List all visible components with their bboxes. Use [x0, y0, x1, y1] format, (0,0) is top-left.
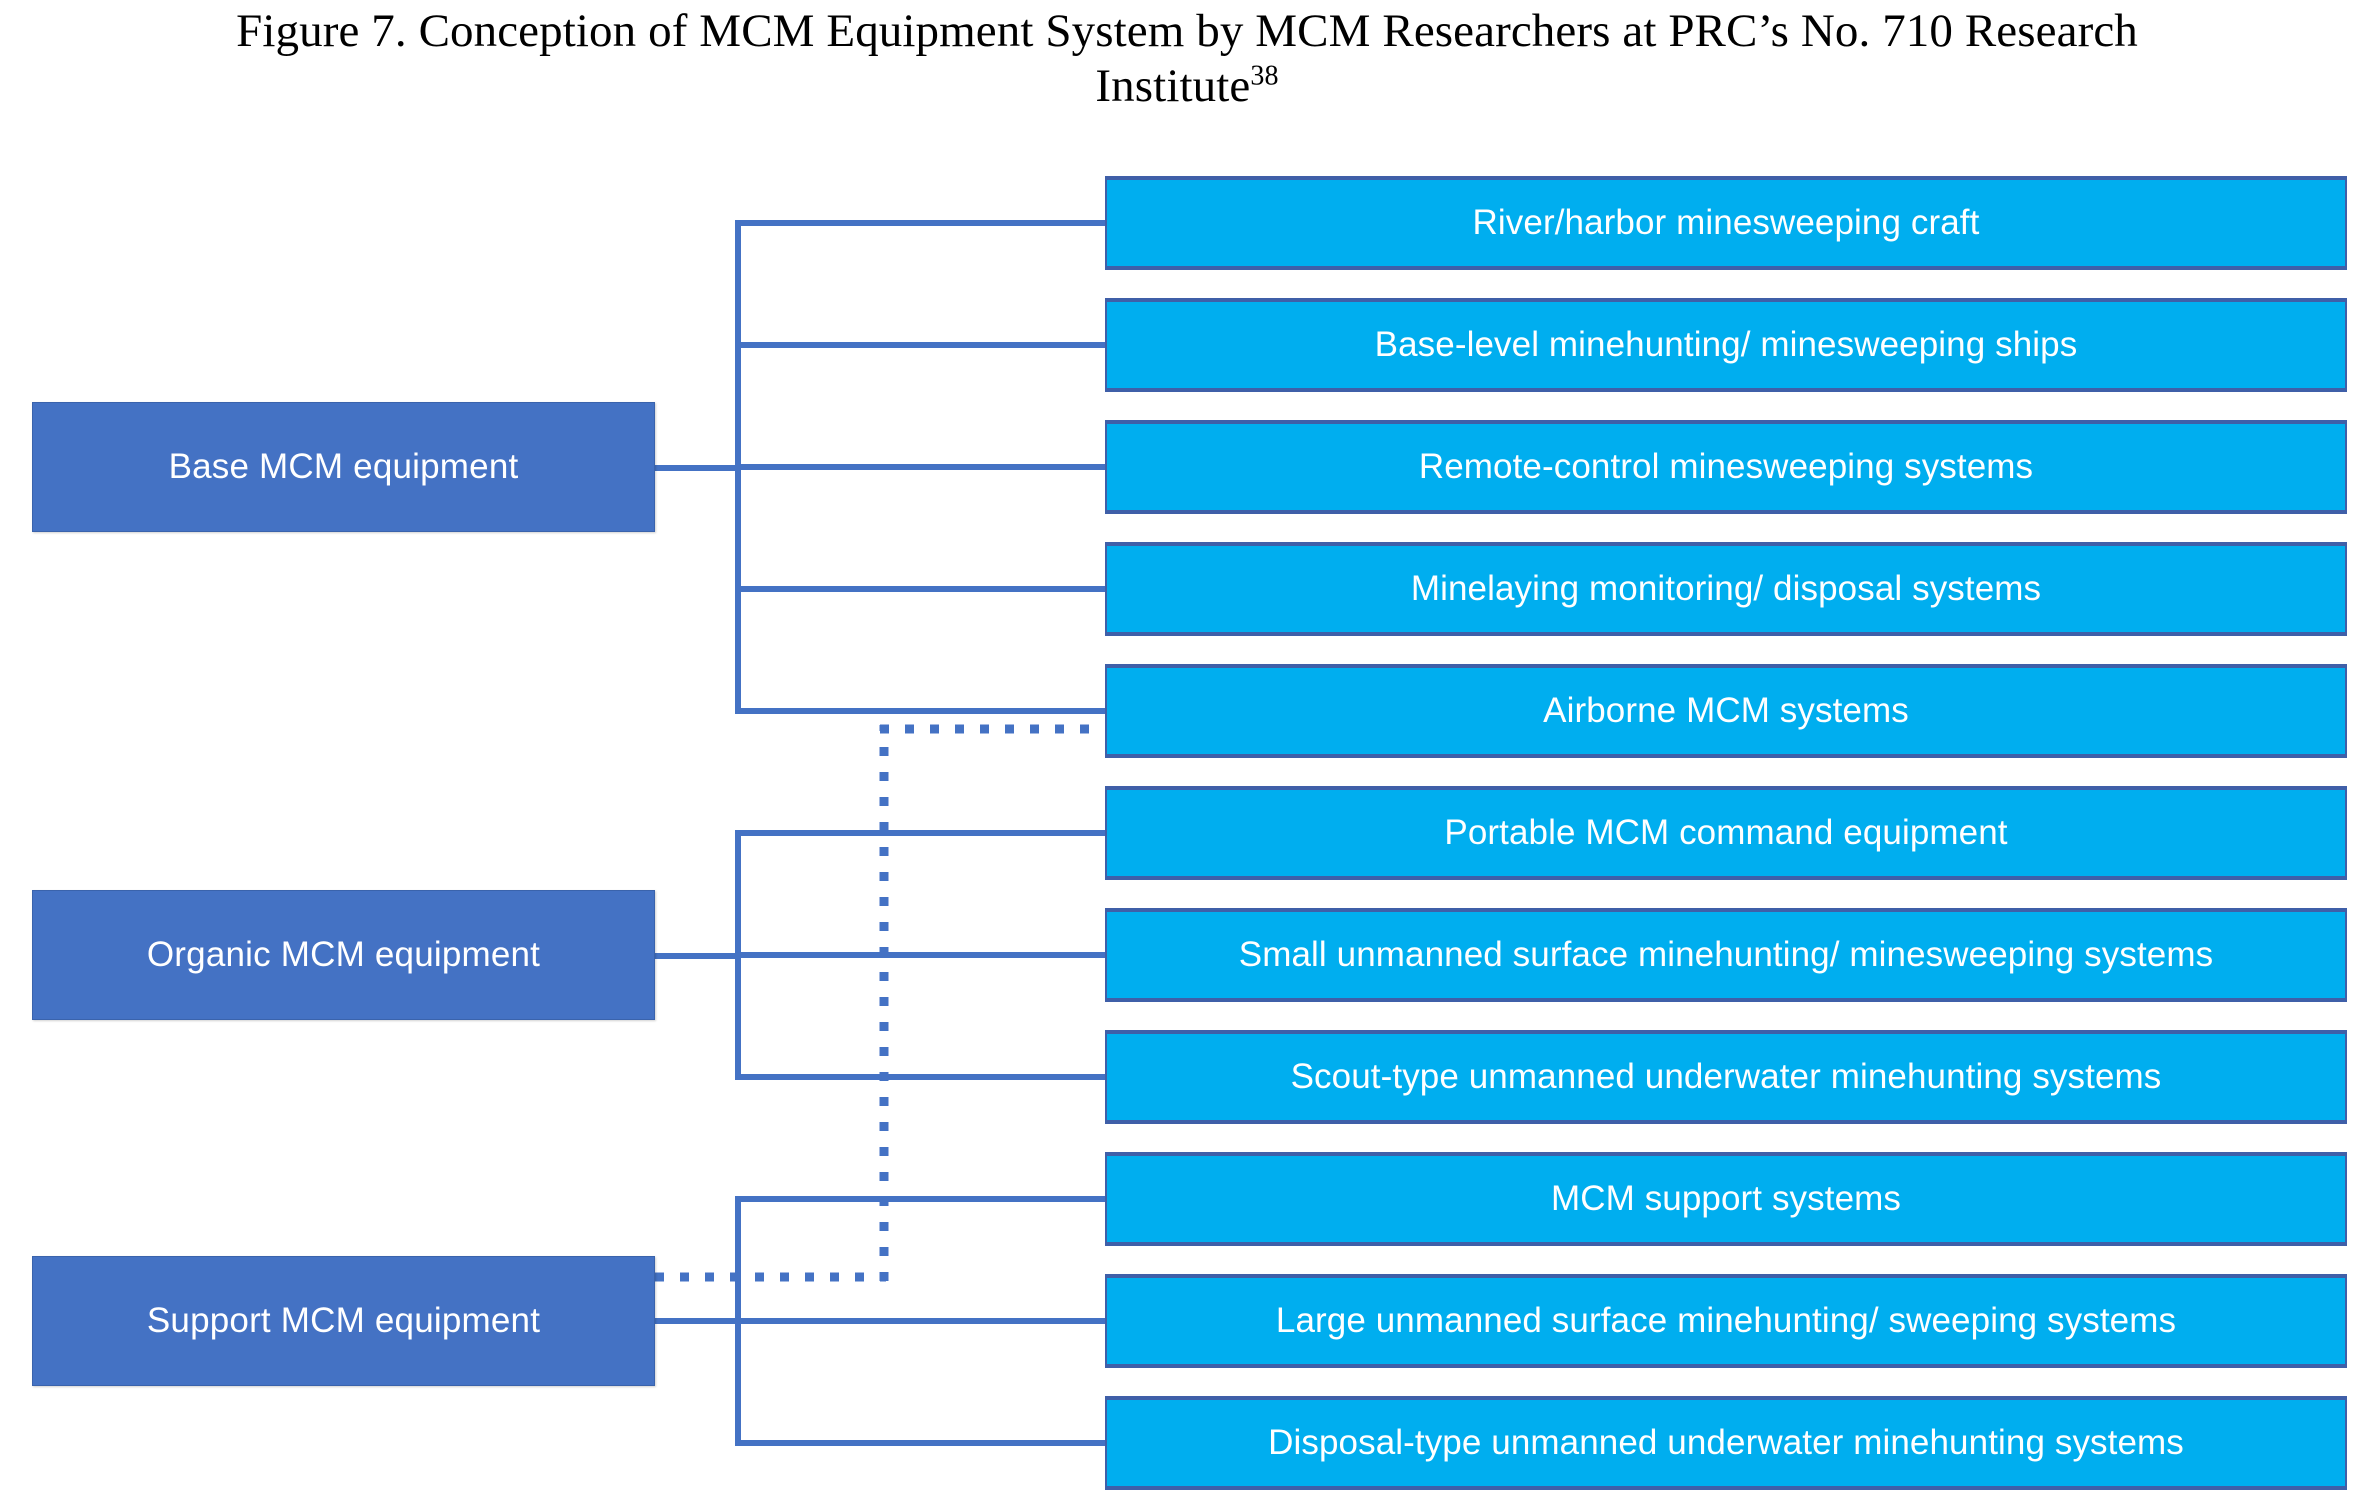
item-box-remote-control-minesweeping-systems[interactable]: Remote-control minesweeping systems: [1105, 420, 2347, 514]
item-box-river-harbor-minesweeping-craft[interactable]: River/harbor minesweeping craft: [1105, 176, 2347, 270]
item-box-large-unmanned-surface-minehunting-sweeping-systems[interactable]: Large unmanned surface minehunting/ swee…: [1105, 1274, 2347, 1368]
item-label: Base-level minehunting/ minesweeping shi…: [1374, 325, 2078, 364]
item-box-small-unmanned-surface-minehunting-minesweeping-systems[interactable]: Small unmanned surface minehunting/ mine…: [1105, 908, 2347, 1002]
category-box-base[interactable]: Base MCM equipment: [32, 402, 655, 532]
item-label: Airborne MCM systems: [1543, 691, 1909, 730]
category-box-support[interactable]: Support MCM equipment: [32, 1256, 655, 1386]
item-label: Minelaying monitoring/ disposal systems: [1410, 569, 2042, 608]
item-label: Small unmanned surface minehunting/ mine…: [1238, 935, 2214, 974]
item-label: Large unmanned surface minehunting/ swee…: [1275, 1301, 2177, 1340]
item-box-scout-type-unmanned-underwater-minehunting-systems[interactable]: Scout-type unmanned underwater minehunti…: [1105, 1030, 2347, 1124]
item-box-mcm-support-systems[interactable]: MCM support systems: [1105, 1152, 2347, 1246]
figure-title: Figure 7. Conception of MCM Equipment Sy…: [0, 4, 2374, 114]
figure-title-line1: Figure 7. Conception of MCM Equipment Sy…: [236, 5, 2138, 57]
item-label: Disposal-type unmanned underwater minehu…: [1268, 1423, 2184, 1462]
item-label: Portable MCM command equipment: [1444, 813, 2008, 852]
item-box-disposal-type-unmanned-underwater-minehunting-systems[interactable]: Disposal-type unmanned underwater minehu…: [1105, 1396, 2347, 1490]
category-label-support: Support MCM equipment: [146, 1301, 541, 1340]
item-box-base-level-minehunting-minesweeping-ships[interactable]: Base-level minehunting/ minesweeping shi…: [1105, 298, 2347, 392]
item-box-airborne-mcm-systems[interactable]: Airborne MCM systems: [1105, 664, 2347, 758]
item-label: MCM support systems: [1550, 1179, 1902, 1218]
item-label: Remote-control minesweeping systems: [1418, 447, 2034, 486]
item-label: Scout-type unmanned underwater minehunti…: [1290, 1057, 2162, 1096]
category-label-organic: Organic MCM equipment: [146, 935, 541, 974]
item-box-minelaying-monitoring-disposal-systems[interactable]: Minelaying monitoring/ disposal systems: [1105, 542, 2347, 636]
item-box-portable-mcm-command-equipment[interactable]: Portable MCM command equipment: [1105, 786, 2347, 880]
figure-title-line2: Institute: [1095, 59, 1251, 112]
category-box-organic[interactable]: Organic MCM equipment: [32, 890, 655, 1020]
figure-title-footnote-marker: 38: [1250, 60, 1279, 92]
category-label-base: Base MCM equipment: [168, 447, 519, 486]
item-label: River/harbor minesweeping craft: [1472, 203, 1980, 242]
